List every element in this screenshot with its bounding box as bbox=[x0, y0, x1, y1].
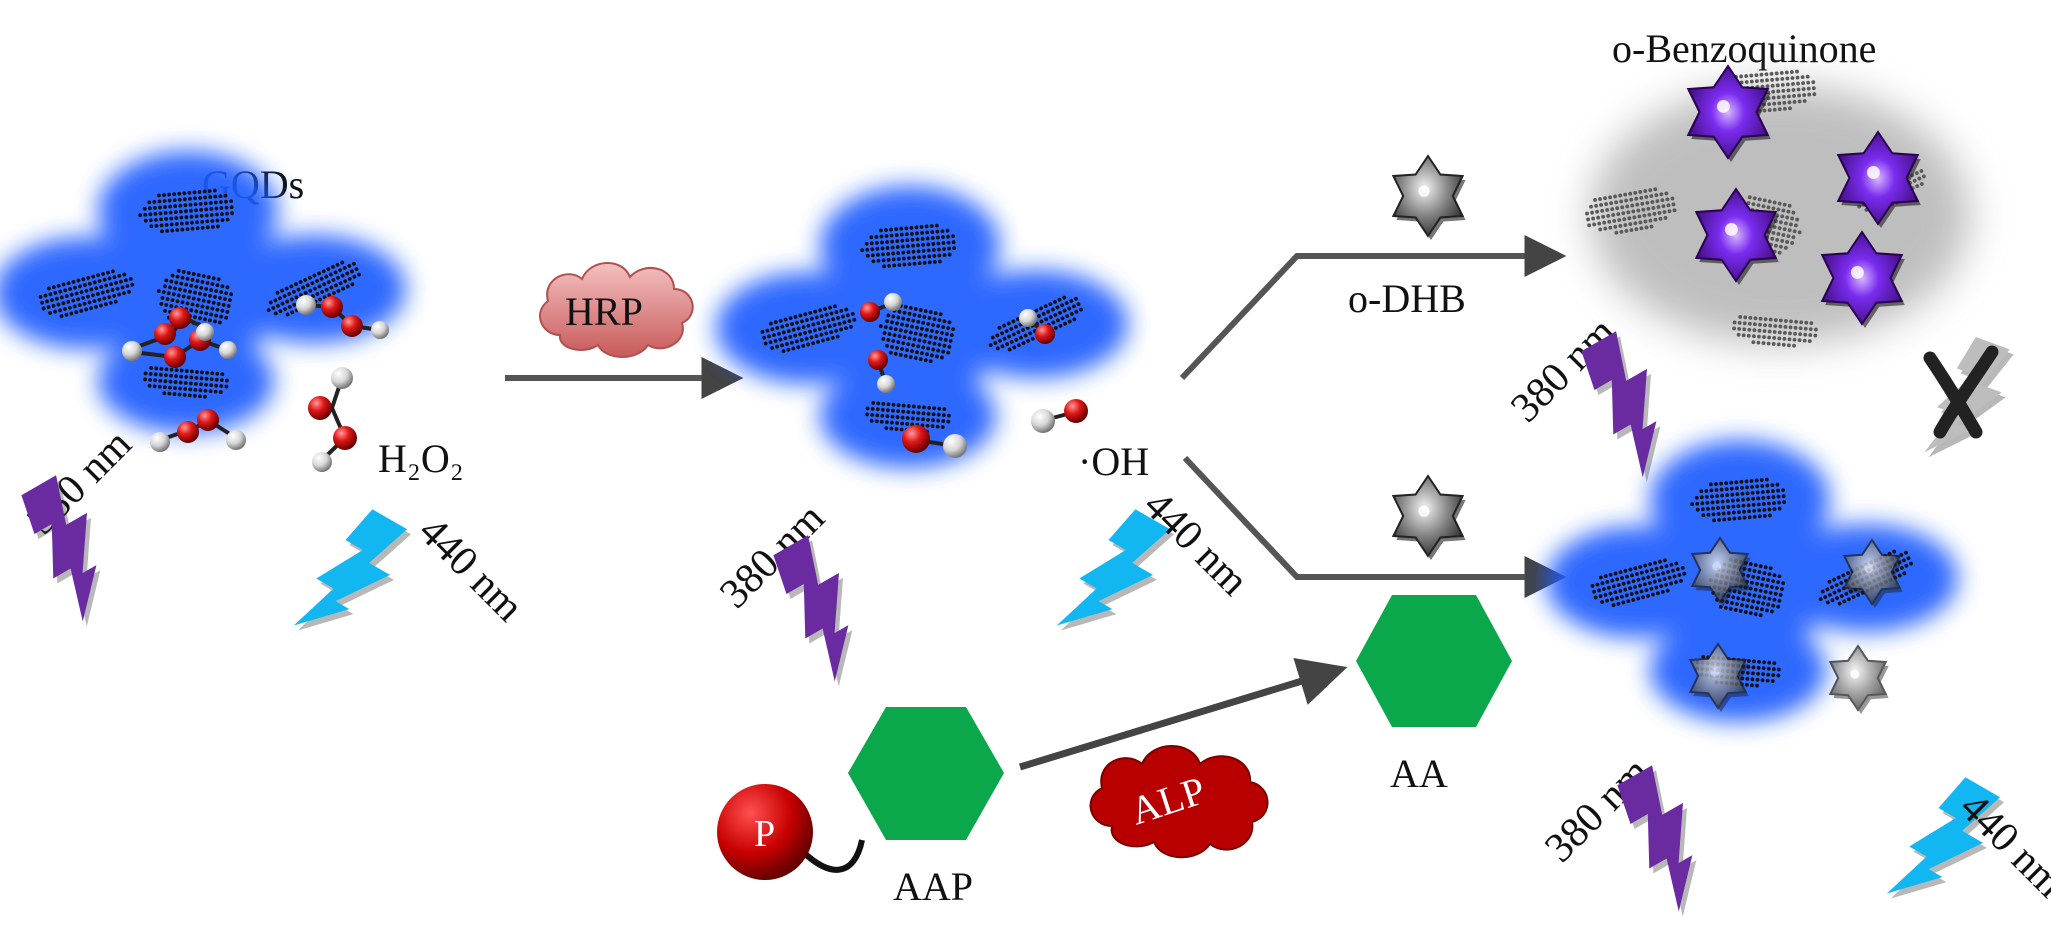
gqd-cluster-2 bbox=[716, 186, 1128, 468]
emission-wavelength-1: 440 nm bbox=[410, 508, 533, 631]
alp-arrow: ALP bbox=[1018, 658, 1348, 859]
hrp-cloud: HRP bbox=[539, 262, 694, 358]
o-benzoquinone-molecule bbox=[1836, 130, 1921, 228]
stage-3-fluorescent: 380 nm 440 nm bbox=[1536, 440, 2051, 917]
upper-branch-arrow: o-DHB bbox=[1179, 154, 1567, 381]
lightning-bolt-icon bbox=[21, 475, 101, 627]
aap-label: AAP bbox=[893, 864, 973, 909]
lower-branch-arrow bbox=[1182, 455, 1567, 598]
aa-label: AA bbox=[1390, 751, 1448, 796]
h2o2-label: H₂O₂ bbox=[378, 436, 464, 481]
hexagon-icon bbox=[1356, 595, 1512, 727]
lightning-bolt-icon bbox=[1056, 509, 1175, 631]
o-dhb-molecule bbox=[1688, 642, 1749, 712]
o-dhb-molecule-lower bbox=[1391, 474, 1466, 560]
lightning-bolt-icon bbox=[293, 509, 412, 631]
hexagon-icon bbox=[848, 707, 1004, 840]
o-dhb-molecule bbox=[1391, 154, 1466, 240]
lightning-bolt-icon bbox=[1617, 765, 1697, 917]
o-dhb-molecule bbox=[1690, 536, 1751, 606]
stage-3-quenched: o-Benzoquinone 380 nm bbox=[1502, 26, 2014, 483]
stage-1-gqds: GQDs bbox=[0, 151, 533, 631]
no-emission-group bbox=[1923, 337, 2014, 458]
quenched-cluster bbox=[1585, 69, 1970, 348]
h2o2-molecule-5 bbox=[308, 367, 357, 472]
o-dhb-label: o-DHB bbox=[1348, 276, 1466, 321]
o-benzoquinone-molecule bbox=[1820, 230, 1905, 328]
o-benzoquinone-label: o-Benzoquinone bbox=[1612, 26, 1876, 71]
phosphate-sphere bbox=[717, 784, 813, 880]
lightning-bolt-icon bbox=[1924, 337, 2014, 458]
h2o2-molecule-2 bbox=[122, 307, 214, 361]
oh-label: ·OH bbox=[1078, 439, 1149, 484]
oh-radical-2 bbox=[868, 350, 895, 393]
hrp-label: HRP bbox=[565, 289, 643, 334]
o-dhb-molecule bbox=[1828, 644, 1889, 714]
h2o2-molecule-4 bbox=[296, 295, 389, 339]
aap-group: P AAP bbox=[717, 707, 1004, 909]
o-dhb-molecule bbox=[1842, 538, 1903, 608]
lightning-bolt-icon bbox=[1886, 777, 2005, 899]
o-benzoquinone-molecule bbox=[1694, 187, 1779, 285]
oh-radical-3 bbox=[1019, 309, 1055, 344]
h2o2-molecule-3 bbox=[150, 409, 246, 452]
cross-icon bbox=[1923, 345, 1999, 439]
p-label: P bbox=[754, 813, 775, 855]
alp-cloud: ALP bbox=[1089, 745, 1269, 859]
lightning-bolt-icon bbox=[773, 535, 853, 687]
aa-group: AA bbox=[1356, 595, 1512, 796]
hrp-arrow: HRP bbox=[505, 262, 744, 399]
lightning-bolt-icon bbox=[1581, 331, 1661, 483]
gqd-cluster-1 bbox=[0, 151, 406, 433]
o-benzoquinone-molecule bbox=[1686, 64, 1771, 162]
oh-radical-5 bbox=[1031, 399, 1088, 433]
oh-radical-4 bbox=[902, 425, 967, 458]
stage-2-oh: ·OH 380 nm 440 nm bbox=[711, 186, 1257, 687]
oh-radical-1 bbox=[860, 293, 902, 322]
